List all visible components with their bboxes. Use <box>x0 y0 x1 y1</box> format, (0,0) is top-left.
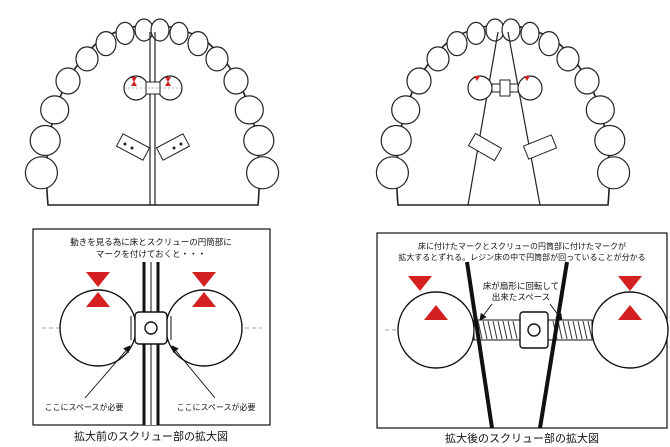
caption-after: 拡大後のスクリュー部の拡大図 <box>445 431 599 445</box>
tooth <box>407 68 431 94</box>
detail-box-before: 動きを見る為に床とスクリューの円筒部に マークを付けておくと・・・ ここにスペー… <box>33 229 270 425</box>
tooth <box>96 32 116 56</box>
tooth <box>188 32 208 56</box>
tooth <box>586 96 614 124</box>
tooth <box>467 22 485 44</box>
tooth <box>598 157 630 189</box>
tooth <box>170 22 188 44</box>
tooth <box>539 32 559 56</box>
screw-cylinder-left-after <box>398 292 474 368</box>
screw-cylinder-right-after <box>592 292 668 368</box>
space-label-after-line1: 床が扇形に回転して <box>483 281 559 292</box>
tooth <box>247 157 279 189</box>
annotation-before-line1: 動きを見る為に床とスクリューの円筒部に <box>70 237 232 248</box>
annotation-before-line2: マークを付けておくと・・・ <box>96 249 206 260</box>
tooth <box>206 47 228 71</box>
screw-hub-after <box>520 312 548 348</box>
tooth <box>244 126 274 156</box>
tooth <box>151 19 169 41</box>
tooth <box>521 22 539 44</box>
tooth <box>447 32 467 56</box>
space-label-right: ここにスペースが必要 <box>176 402 255 412</box>
tooth <box>30 126 60 156</box>
tooth <box>56 68 80 94</box>
upper-jaw-before <box>25 19 278 205</box>
tooth <box>41 96 69 124</box>
tooth <box>575 68 599 94</box>
tooth <box>235 96 263 124</box>
tooth <box>116 22 134 44</box>
tooth <box>557 47 579 71</box>
tooth <box>486 19 504 41</box>
space-label-after-line2: 出来たスペース <box>492 292 550 303</box>
tooth <box>381 126 411 156</box>
expansion-screw-small-after <box>468 76 542 100</box>
tooth <box>25 157 57 189</box>
tooth <box>224 68 248 94</box>
caption-before: 拡大前のスクリュー部の拡大図 <box>74 429 228 443</box>
tooth <box>76 47 98 71</box>
detail-box-after: 床に付けたマークとスクリューの円筒部に付けたマークが 拡大するとずれる。レジン床… <box>377 233 668 428</box>
tooth <box>502 19 520 41</box>
tooth <box>427 47 449 71</box>
upper-jaw-after <box>376 19 629 205</box>
annotation-after-line2: 拡大するとずれる。レジン床の中で円筒部が回っていることが分かる <box>398 252 645 262</box>
screw-hub-before <box>131 312 171 344</box>
annotation-after-line1: 床に付けたマークとスクリューの円筒部に付けたマークが <box>418 241 626 251</box>
tooth <box>595 126 625 156</box>
space-label-left: ここにスペースが必要 <box>44 402 123 412</box>
tooth <box>392 96 420 124</box>
tooth <box>376 157 408 189</box>
